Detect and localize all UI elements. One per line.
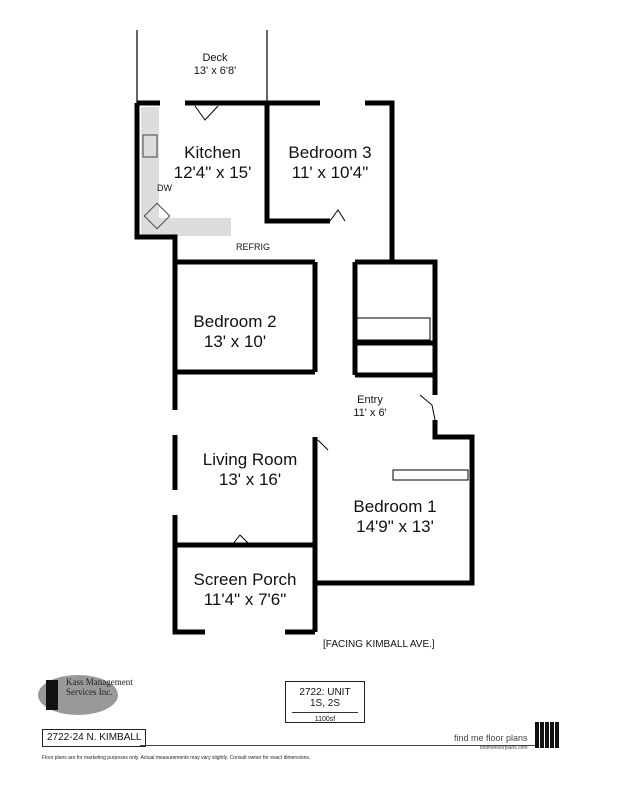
footer-rule: [140, 745, 545, 746]
room-size: 11'4" x 7'6": [203, 589, 287, 609]
room-size: 14'9" x 13': [356, 516, 434, 536]
room-entry: Entry 11' x 6': [330, 394, 410, 419]
orientation-note: [FACING KIMBALL AVE.]: [323, 639, 435, 650]
walls: [134, 100, 475, 635]
brand-name: find me floor plans: [454, 733, 528, 743]
room-name: Bedroom 1: [353, 497, 437, 516]
room-size: 13' x 10': [203, 331, 267, 351]
room-name: Bedroom 2: [193, 312, 277, 331]
address-box: 2722-24 N. KIMBALL: [42, 729, 146, 747]
room-name: Kitchen: [184, 143, 241, 162]
refrigerator-label: REFRIG: [236, 242, 271, 252]
door-swings: [194, 105, 469, 546]
kitchen-counter: [141, 107, 231, 237]
brand-logo-icon: [535, 722, 559, 748]
room-bedroom-2: Bedroom 2 13' x 10': [180, 312, 290, 351]
room-bedroom-1: Bedroom 1 14'9" x 13': [330, 497, 460, 536]
room-size: 13' x 16': [218, 469, 282, 489]
room-bedroom-3: Bedroom 3 11' x 10'4": [270, 143, 390, 182]
room-name: Deck: [202, 52, 228, 64]
room-name: Bedroom 3: [288, 143, 372, 162]
room-screen-porch: Screen Porch 11'4" x 7'6": [180, 570, 310, 609]
room-living-room: Living Room 13' x 16': [185, 450, 315, 489]
brand-url: findmefloorplans.com: [480, 745, 528, 751]
unit-info-box: 2722: UNIT 1S, 2S 1100sf: [285, 681, 365, 723]
window-gaps: [160, 100, 365, 635]
room-size: 11' x 6': [353, 406, 387, 419]
room-size: 11' x 10'4": [291, 162, 369, 182]
dishwasher-label: DW: [157, 183, 172, 193]
room-name: Entry: [357, 394, 383, 406]
disclaimer: Floor plans are for marketing purposes o…: [42, 755, 311, 761]
room-kitchen: Kitchen 12'4" x 15': [160, 143, 265, 182]
unit-title: 2722: UNIT 1S, 2S: [292, 687, 358, 713]
company-logo: Kass Management Services Inc.: [38, 675, 133, 715]
logo-text: Kass Management Services Inc.: [66, 677, 133, 697]
room-deck: Deck 13' x 6'8': [175, 52, 255, 77]
room-size: 12'4" x 15': [173, 162, 252, 182]
room-name: Living Room: [202, 450, 298, 469]
room-name: Screen Porch: [193, 570, 297, 589]
room-size: 13' x 6'8': [193, 64, 237, 77]
unit-area: 1100sf: [314, 716, 336, 723]
deck-rails: [136, 30, 268, 103]
